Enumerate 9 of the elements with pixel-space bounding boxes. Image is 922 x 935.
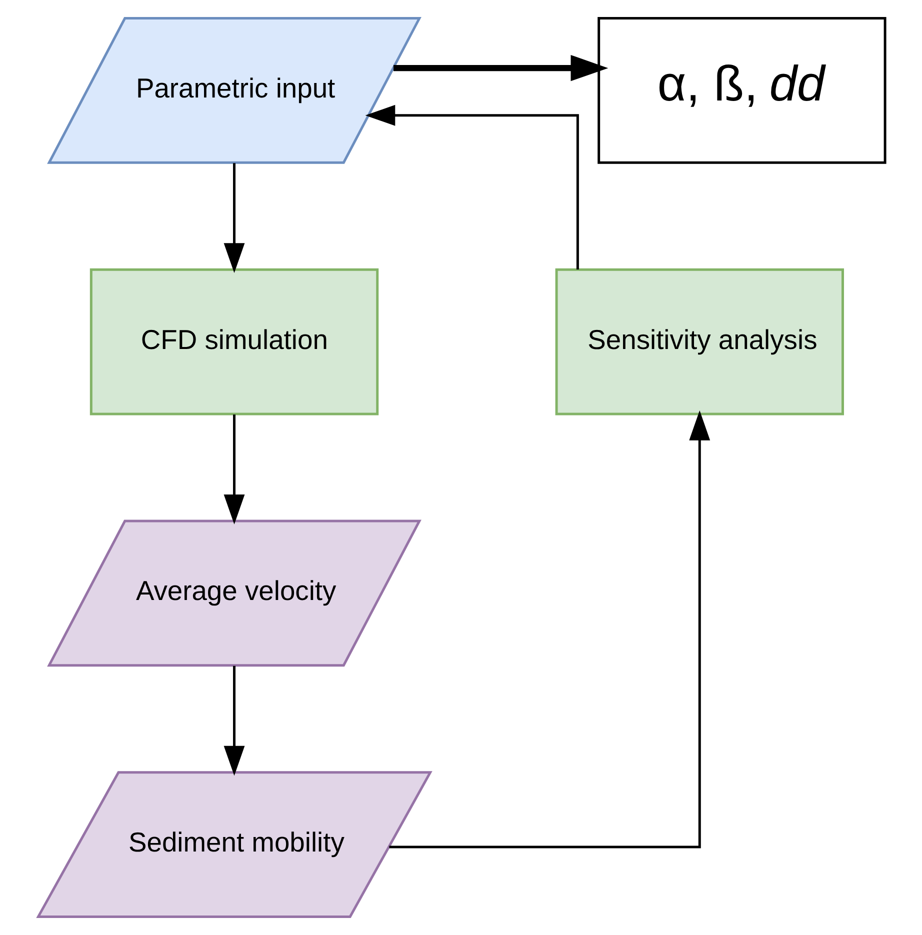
- arrow: [388, 410, 710, 848]
- node-box: α, ß, dd: [597, 17, 886, 164]
- arrow: [223, 414, 244, 524]
- node-box: CFD simulation: [89, 268, 378, 416]
- arrow: [223, 163, 244, 274]
- arrow: [364, 104, 578, 270]
- arrow: [223, 666, 244, 776]
- node-box: Sensitivity analysis: [554, 268, 844, 416]
- arrow: [393, 54, 608, 82]
